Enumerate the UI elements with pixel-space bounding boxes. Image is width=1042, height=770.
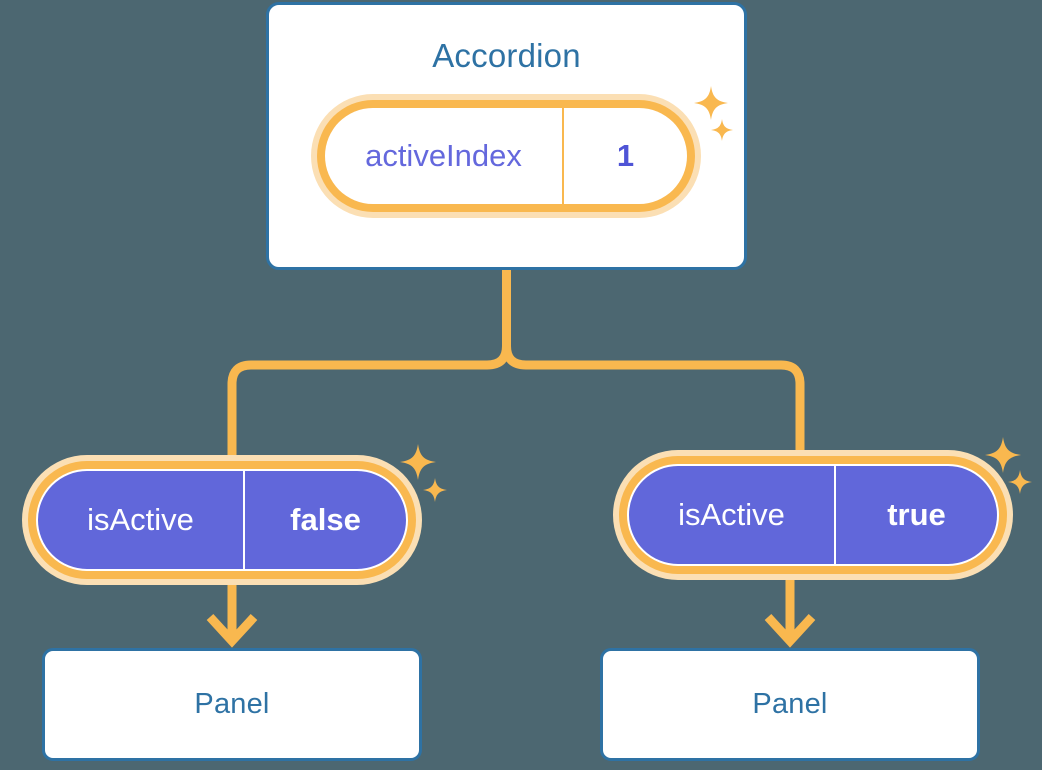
panel-card-right[interactable]: Panel bbox=[600, 648, 980, 761]
sparkle-icon bbox=[985, 437, 1021, 473]
sparkle-icon bbox=[1008, 470, 1032, 494]
prop-pill-key: isActive bbox=[38, 471, 245, 569]
pill-body: isActive false bbox=[36, 469, 408, 571]
sparkle-icon bbox=[423, 478, 447, 502]
connector-branch-right bbox=[502, 345, 805, 454]
page-title: Accordion bbox=[432, 37, 581, 74]
state-pill-value: 1 bbox=[616, 138, 635, 173]
pill-body: isActive true bbox=[627, 464, 999, 566]
prop-pill-is-active-right[interactable]: isActive true bbox=[613, 450, 1013, 580]
sparkle-icon bbox=[694, 86, 728, 120]
state-pill-active-index[interactable]: activeIndex 1 bbox=[311, 94, 701, 218]
panel-title: Panel bbox=[194, 688, 270, 720]
pill-body: activeIndex 1 bbox=[325, 108, 687, 204]
sparkle-icon bbox=[400, 444, 436, 480]
panel-title: Panel bbox=[752, 688, 828, 720]
prop-pill-value: false bbox=[290, 502, 361, 537]
sparkle-icon bbox=[711, 119, 733, 141]
prop-pill-key: isActive bbox=[629, 466, 836, 564]
panel-card-left[interactable]: Panel bbox=[42, 648, 422, 761]
prop-pill-value: true bbox=[887, 497, 946, 532]
connector-branch-left bbox=[227, 345, 511, 459]
prop-pill-is-active-left[interactable]: isActive false bbox=[22, 455, 422, 585]
arrow-down-icon-right bbox=[764, 580, 816, 648]
state-pill-key: activeIndex bbox=[325, 108, 564, 204]
arrow-down-icon-left bbox=[206, 585, 258, 648]
